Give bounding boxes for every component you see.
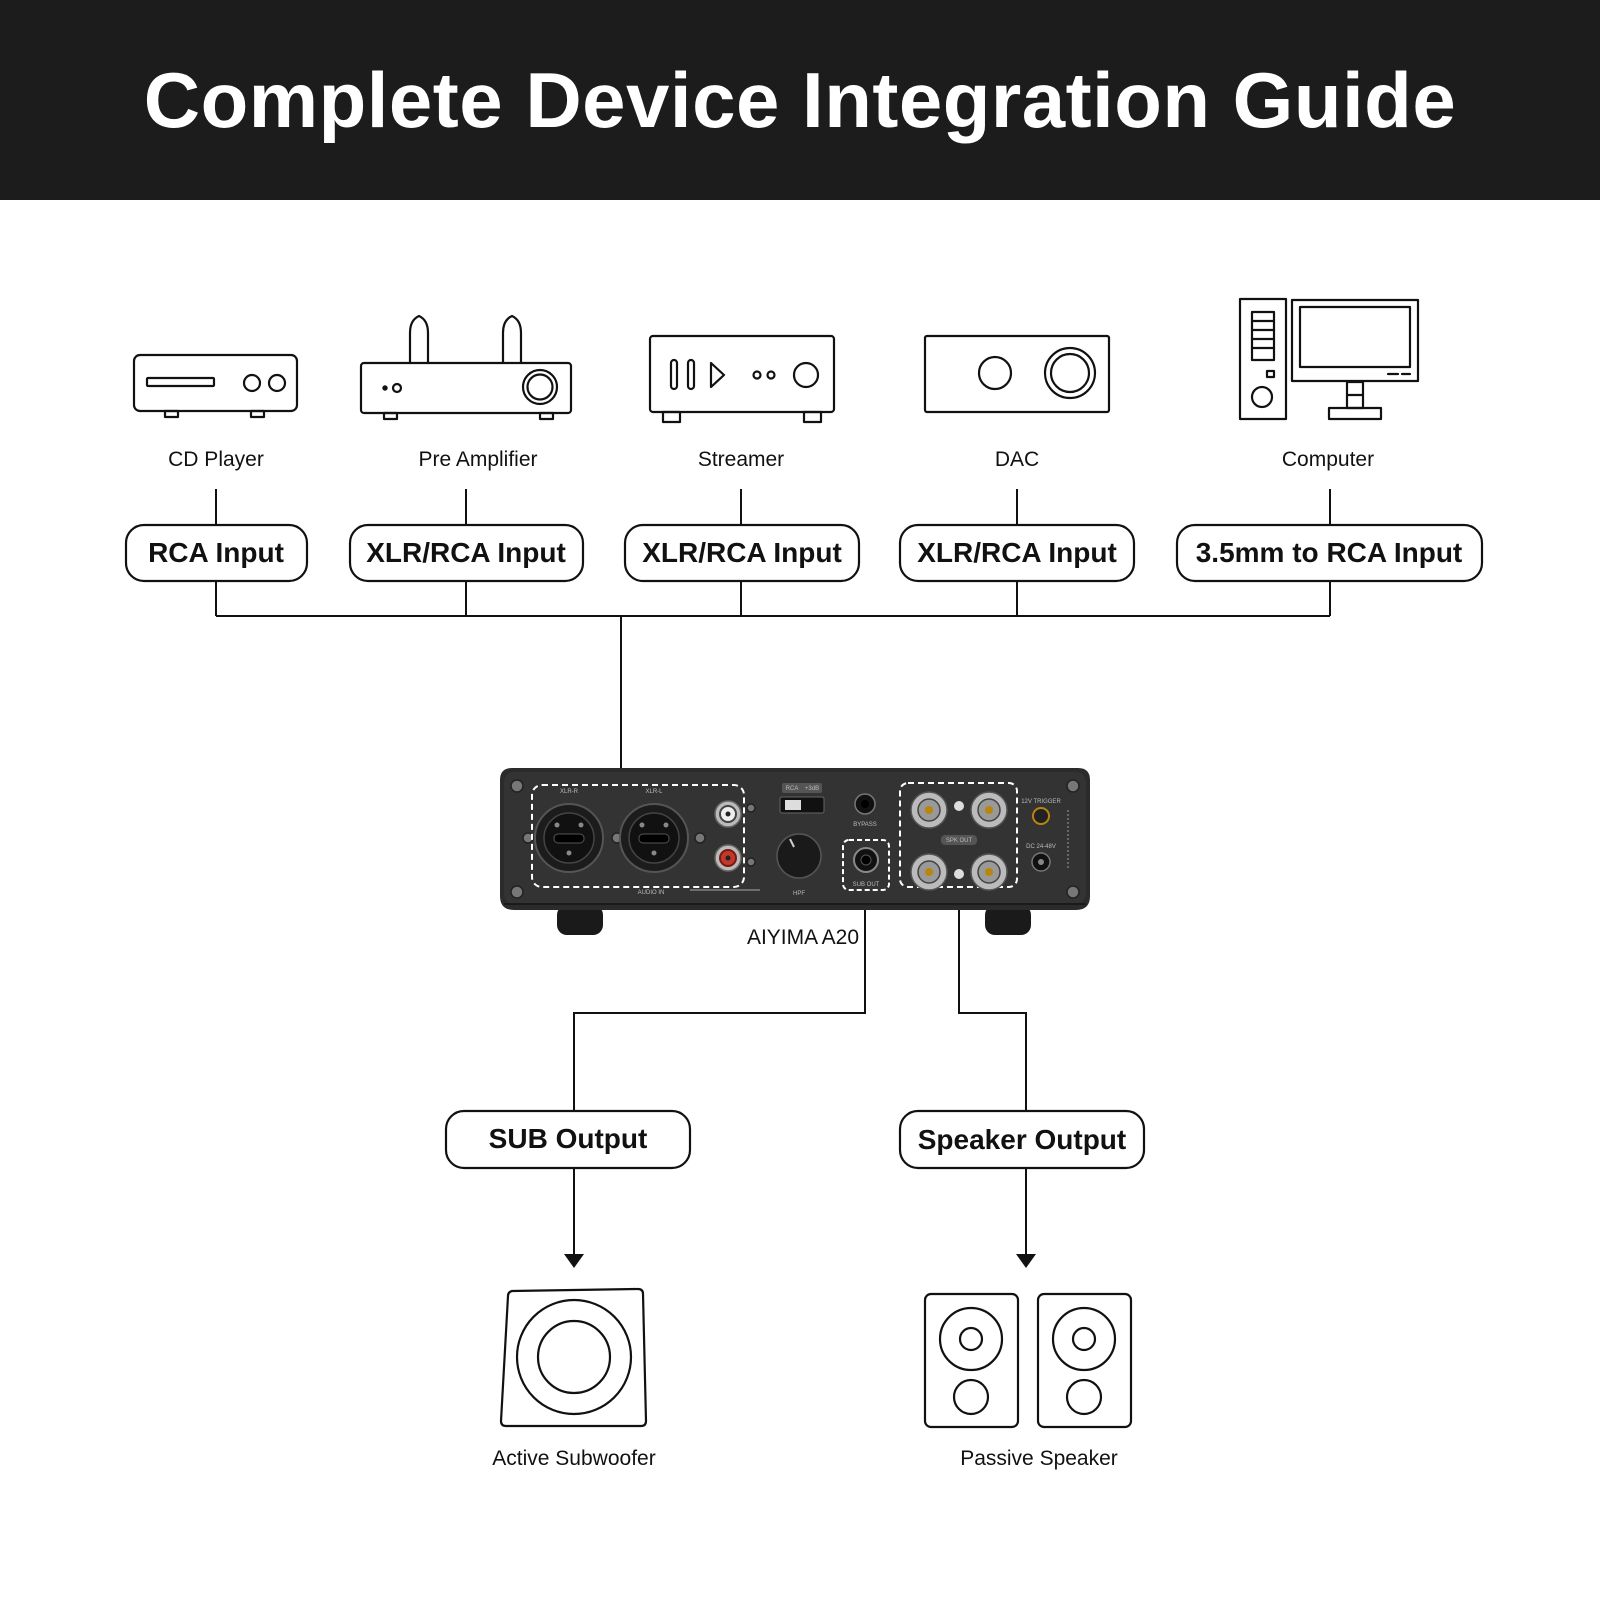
output-pill-sub (444, 1109, 692, 1170)
sub-out-highlight (842, 839, 890, 891)
cd-player-icon (132, 353, 299, 419)
input-label-pre-amplifier: XLR/RCA Input (366, 537, 566, 568)
panel-label-gain: +3dB (805, 786, 819, 792)
output-label-speaker: Speaker Output (918, 1124, 1126, 1155)
subwoofer-icon (499, 1287, 648, 1428)
input-pill-preamp (348, 523, 585, 583)
input-pill-dac (898, 523, 1136, 583)
panel-label-rca: RCA (786, 786, 799, 792)
hpf-knob[interactable] (776, 833, 822, 879)
screw-icon (510, 885, 524, 899)
panel-label-dc: DC 24-48V (1026, 844, 1056, 850)
output-label-sub: SUB Output (489, 1123, 648, 1154)
computer-icon (1238, 297, 1420, 421)
binding-post-icon (910, 791, 948, 829)
spk-out-highlight (899, 782, 1018, 888)
rca-input-left-icon (714, 800, 742, 828)
input-pill-rca (124, 523, 309, 583)
panel-label-sub-out: SUB OUT (853, 882, 880, 888)
input-label-computer: 3.5mm to RCA Input (1196, 537, 1463, 568)
audio-in-highlight (531, 784, 745, 888)
binding-post-icon (970, 791, 1008, 829)
panel-label-audio-in: AUDIO IN (638, 890, 665, 896)
source-label-streamer: Streamer (698, 448, 784, 471)
streamer-icon (648, 334, 836, 424)
connector-lines (215, 489, 1331, 1254)
switch-knob (785, 800, 801, 810)
arrow-down-sub-icon (564, 1254, 584, 1268)
page-title: Complete Device Integration Guide (143, 55, 1457, 144)
arrow-down-speaker-icon (1016, 1254, 1036, 1268)
binding-post-icon (910, 853, 948, 891)
output-device-label-subwoofer: Active Subwoofer (492, 1447, 655, 1470)
panel-label-trigger: 12V TRIGGER (1021, 799, 1061, 805)
source-label-cd-player: CD Player (168, 448, 264, 471)
input-pill-streamer (623, 523, 861, 583)
output-device-label-speaker: Passive Speaker (960, 1447, 1118, 1470)
device-name: AIYIMA A20 (747, 926, 859, 949)
trigger-jack-icon (1032, 807, 1050, 825)
amp-foot-right (985, 905, 1031, 935)
panel-label-spk-out: SPK OUT (946, 838, 973, 844)
screw-icon (694, 832, 706, 844)
dac-icon (923, 334, 1111, 414)
plus-terminal-icon (954, 801, 964, 811)
panel-label-xlr-r: XLR-R (560, 789, 579, 795)
screw-icon (746, 803, 756, 813)
source-label-pre-amplifier: Pre Amplifier (418, 448, 537, 471)
title-banner: Complete Device Integration Guide (0, 0, 1600, 200)
input-label-dac: XLR/RCA Input (917, 537, 1117, 568)
source-label-computer: Computer (1282, 448, 1374, 471)
amp-foot-left (557, 905, 603, 935)
panel-label-xlr-l: XLR-L (645, 789, 663, 795)
panel-label-bypass: BYPASS (853, 822, 877, 828)
screw-icon (510, 779, 524, 793)
screw-icon (1066, 779, 1080, 793)
input-pill-computer (1175, 523, 1484, 583)
spk-out-badge (941, 835, 977, 845)
binding-post-icon (970, 853, 1008, 891)
rca-input-right-icon (714, 844, 742, 872)
minus-terminal-icon (954, 869, 964, 879)
screw-icon (1066, 885, 1080, 899)
input-label-cd-player: RCA Input (148, 537, 284, 568)
panel-label-hpf: HPF (793, 891, 805, 897)
output-pill-speaker (898, 1109, 1146, 1170)
tube-preamp-icon (359, 314, 573, 421)
source-label-dac: DAC (995, 448, 1039, 471)
input-switch-label (782, 783, 822, 793)
bookshelf-speakers-icon (923, 1292, 1133, 1429)
xlr-input-left-icon (619, 803, 689, 873)
input-label-streamer: XLR/RCA Input (642, 537, 842, 568)
screw-icon (746, 857, 756, 867)
amplifier-rear-panel: XLR-R XLR-L AUDIO IN (500, 768, 1090, 935)
xlr-input-right-icon (534, 803, 604, 873)
